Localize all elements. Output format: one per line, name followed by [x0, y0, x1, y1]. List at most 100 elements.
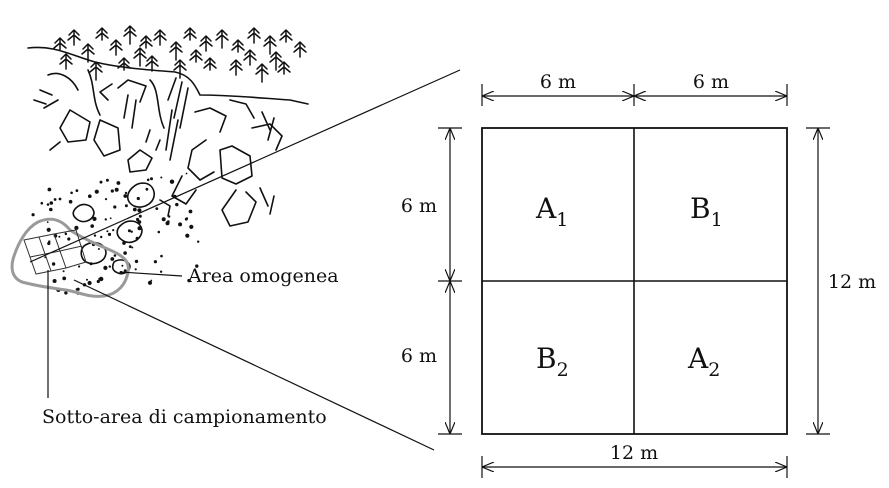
- gravel-dot: [185, 172, 188, 175]
- dim-left-bottom-label: 6 m: [401, 345, 437, 367]
- area-label: Area omogenea: [187, 265, 339, 287]
- gravel-dots: [31, 172, 200, 295]
- gravel-dot: [127, 229, 131, 233]
- gravel-dot: [130, 230, 133, 233]
- tree-icon: [133, 47, 147, 67]
- gravel-dot: [52, 279, 57, 283]
- tree-icon: [123, 25, 137, 45]
- gravel-dot: [195, 264, 199, 268]
- gravel-dot: [123, 194, 128, 198]
- gravel-dot: [175, 202, 179, 207]
- tree-icon: [145, 55, 159, 72]
- gravel-dot: [49, 207, 53, 212]
- gravel-dot: [188, 209, 193, 214]
- tree-icon: [269, 51, 283, 71]
- tree-icon: [189, 49, 203, 63]
- dim-left-top-label: 6 m: [401, 195, 437, 217]
- gravel-dot: [104, 218, 108, 221]
- gravel-dot: [92, 216, 97, 221]
- gravel-dot: [124, 191, 128, 195]
- gravel-dot: [110, 257, 115, 261]
- gravel-dot: [159, 270, 163, 273]
- gravel-dot: [153, 260, 157, 264]
- gravel-dot: [40, 201, 44, 205]
- gravel-dot: [67, 237, 71, 241]
- gravel-dot: [74, 225, 79, 230]
- gravel-dot: [169, 179, 175, 184]
- gravel-dot: [104, 198, 108, 201]
- gravel-dot: [107, 232, 112, 236]
- gravel-dot: [113, 254, 117, 257]
- tree-icon: [89, 61, 103, 81]
- slope-sketch: Area omogenea Sotto-area di campionament…: [10, 25, 339, 428]
- gravel-dot: [70, 191, 73, 195]
- gravel-dot: [89, 262, 93, 266]
- gravel-dot: [51, 262, 56, 266]
- cliff-face: [33, 69, 283, 227]
- tree-icon: [169, 41, 183, 61]
- gravel-dot: [134, 259, 139, 264]
- gravel-dot: [146, 178, 150, 182]
- gravel-dot: [116, 181, 121, 185]
- area-leader-line: [119, 271, 183, 277]
- tree-icon: [279, 29, 293, 43]
- gravel-dot: [189, 224, 194, 229]
- gravel-dot: [75, 288, 79, 291]
- gravel-dot: [185, 217, 189, 220]
- tree-icon: [95, 27, 109, 41]
- gravel-dot: [103, 265, 108, 270]
- gravel-dot: [106, 230, 109, 233]
- gravel-dot: [145, 187, 149, 191]
- tree-icon: [53, 37, 67, 51]
- gravel-dot: [124, 204, 128, 208]
- gravel-dot: [112, 229, 115, 232]
- zoom-lines: [29, 69, 461, 451]
- gravel-dot: [132, 207, 137, 212]
- gravel-dot: [166, 220, 170, 224]
- gravel-dot: [185, 233, 190, 238]
- gravel-dot: [46, 203, 50, 206]
- gravel-dot: [122, 241, 126, 245]
- ridge-line: [27, 46, 309, 105]
- dim-bottom-label: 12 m: [610, 442, 658, 464]
- gravel-dot: [105, 178, 109, 182]
- tree-icon: [81, 43, 95, 63]
- gravel-dot: [98, 277, 101, 281]
- gravel-dot: [157, 230, 161, 234]
- gravel-dot: [113, 205, 117, 209]
- gravel-dot: [110, 189, 114, 193]
- tree-icon: [215, 29, 229, 49]
- cell-top-left: A1: [535, 192, 568, 231]
- tree-icon: [243, 49, 257, 66]
- gravel-dot: [90, 224, 94, 228]
- gravel-dot: [123, 269, 127, 272]
- gravel-dot: [68, 199, 73, 204]
- gravel-dot: [58, 197, 62, 201]
- tree-icon: [231, 39, 245, 53]
- sampling-grid: A1 B1 B2 A2 6 m 6 m 6 m 6 m 12 m 12 m: [401, 71, 876, 478]
- cell-bottom-right: A2: [687, 342, 720, 381]
- gravel-dot: [197, 240, 200, 243]
- gravel-dot: [49, 201, 54, 205]
- gravel-dot: [75, 189, 79, 193]
- gravel-dot: [168, 215, 171, 218]
- tree-icon: [109, 39, 123, 56]
- gravel-dot: [47, 187, 52, 192]
- gravel-dot: [160, 254, 163, 258]
- gravel-dot: [137, 208, 142, 213]
- tree-icon: [263, 35, 277, 55]
- gravel-dot: [93, 234, 97, 237]
- gravel-dot: [187, 278, 191, 283]
- gravel-dot: [109, 217, 112, 220]
- gravel-dot: [46, 221, 49, 224]
- gravel-dot: [53, 198, 57, 201]
- gravel-dot: [114, 187, 119, 192]
- gravel-dot: [96, 279, 100, 284]
- tree-icon: [117, 57, 131, 71]
- scree: [72, 182, 171, 275]
- gravel-dot: [135, 236, 139, 240]
- gravel-dot: [121, 264, 124, 267]
- gravel-dot: [78, 265, 81, 268]
- gravel-dot: [136, 196, 140, 201]
- gravel-dot: [62, 276, 67, 281]
